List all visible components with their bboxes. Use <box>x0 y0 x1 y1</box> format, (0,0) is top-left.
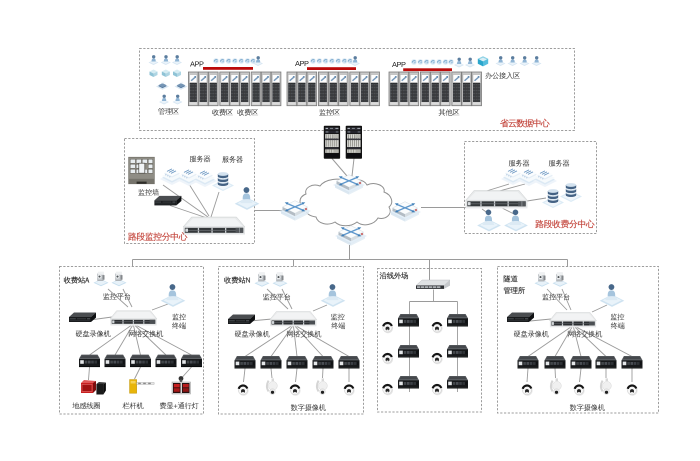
svg-text:APP: APP <box>392 60 406 69</box>
svg-text:APP: APP <box>295 59 309 68</box>
svg-text:APP: APP <box>190 60 204 69</box>
